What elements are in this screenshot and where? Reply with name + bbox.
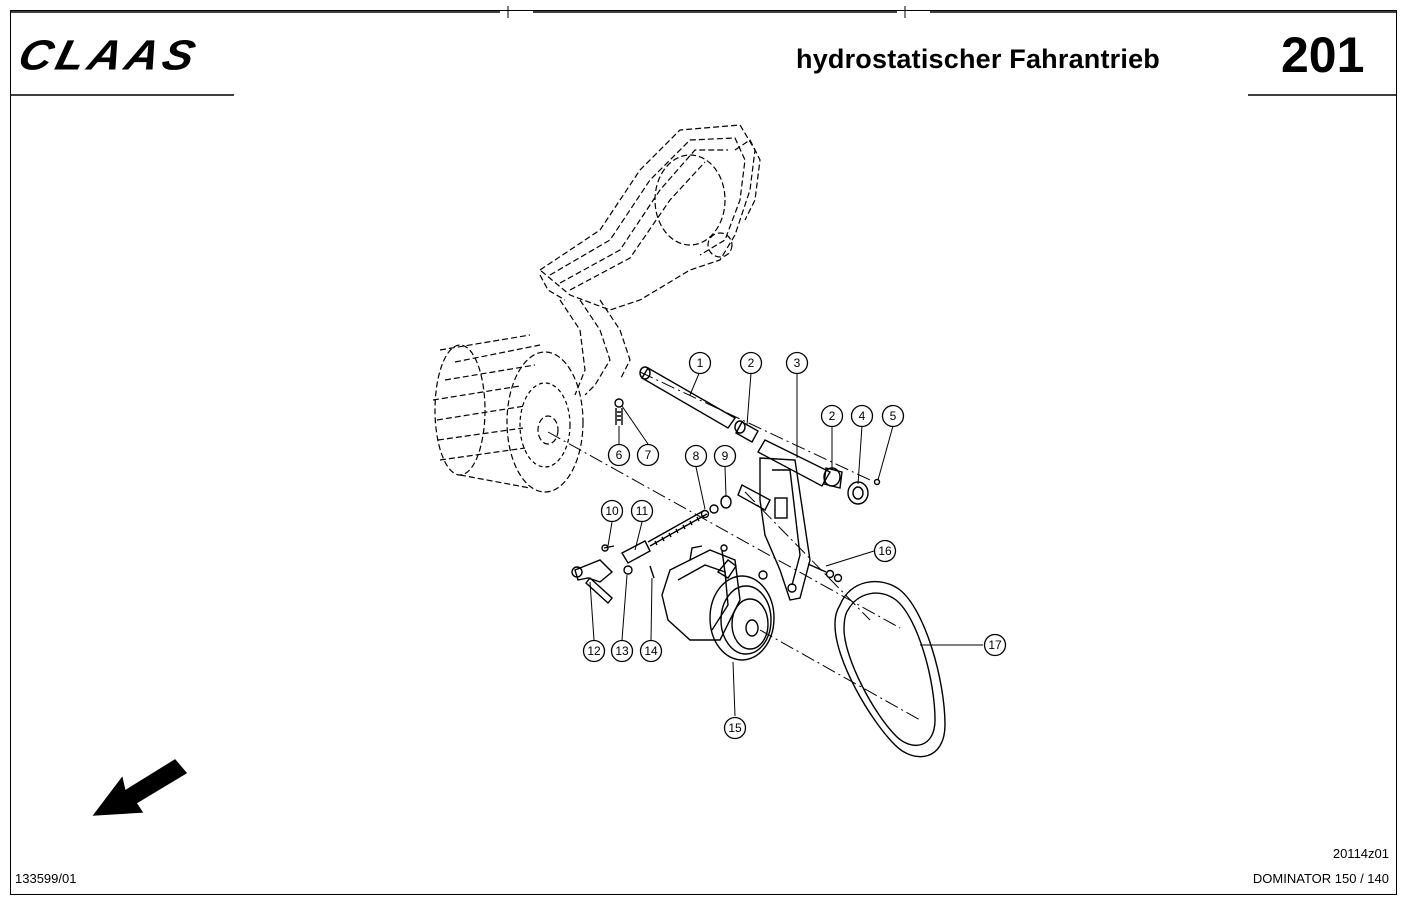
callout-14: 14 <box>644 644 658 658</box>
page-frame <box>10 10 1397 895</box>
drawing-id: 20114z01 <box>1332 846 1389 861</box>
washer-part-8b <box>709 504 719 514</box>
bolt-part-16 <box>807 563 827 573</box>
callout-8: 8 <box>693 449 700 463</box>
callout-5: 5 <box>890 409 897 423</box>
callout-3: 3 <box>794 356 801 370</box>
washer-part-7 <box>614 398 624 408</box>
fork-part-12 <box>574 559 614 583</box>
shaft-part-1 <box>639 366 737 429</box>
circlip-part-5 <box>873 478 881 486</box>
dashed-pulley-drum <box>432 334 584 493</box>
callout-13: 13 <box>615 644 629 658</box>
callout-11: 11 <box>636 504 649 518</box>
callout-6: 6 <box>616 448 623 462</box>
callout-1: 1 <box>697 356 704 370</box>
bolt-part-6 <box>615 408 623 425</box>
callout-12: 12 <box>587 644 601 658</box>
callout-2: 2 <box>748 356 755 370</box>
machine-model: DOMINATOR 150 / 140 <box>1252 871 1389 886</box>
bearing-part-4 <box>847 481 869 505</box>
callout-7: 7 <box>645 448 652 462</box>
direction-arrow <box>92 759 188 816</box>
dashed-mount-bracket <box>538 124 761 396</box>
v-belt-part-17 <box>834 580 946 758</box>
nut-part-13 <box>623 565 633 575</box>
bushing-part-2 <box>734 420 759 443</box>
washer-part-9 <box>720 495 732 509</box>
callout-16: 16 <box>878 544 892 558</box>
callout-17: 17 <box>988 638 1002 652</box>
pump-part-15 <box>661 544 775 661</box>
callout-10: 10 <box>605 504 619 518</box>
callout-4: 4 <box>859 409 866 423</box>
page-title: hydrostatischer Fahrantrieb <box>796 44 1160 74</box>
split-pin-part-14 <box>649 565 655 579</box>
callout-9: 9 <box>722 449 729 463</box>
threaded-rod-part-11 <box>647 509 706 543</box>
tension-arm-part-3 <box>757 439 831 601</box>
clevis-part-11 <box>621 540 651 564</box>
callout-15: 15 <box>728 721 742 735</box>
callout-2b: 2 <box>829 409 836 423</box>
page-number: 201 <box>1281 27 1365 83</box>
document-reference: 133599/01 <box>15 871 77 886</box>
pin-part-10 <box>603 545 615 549</box>
